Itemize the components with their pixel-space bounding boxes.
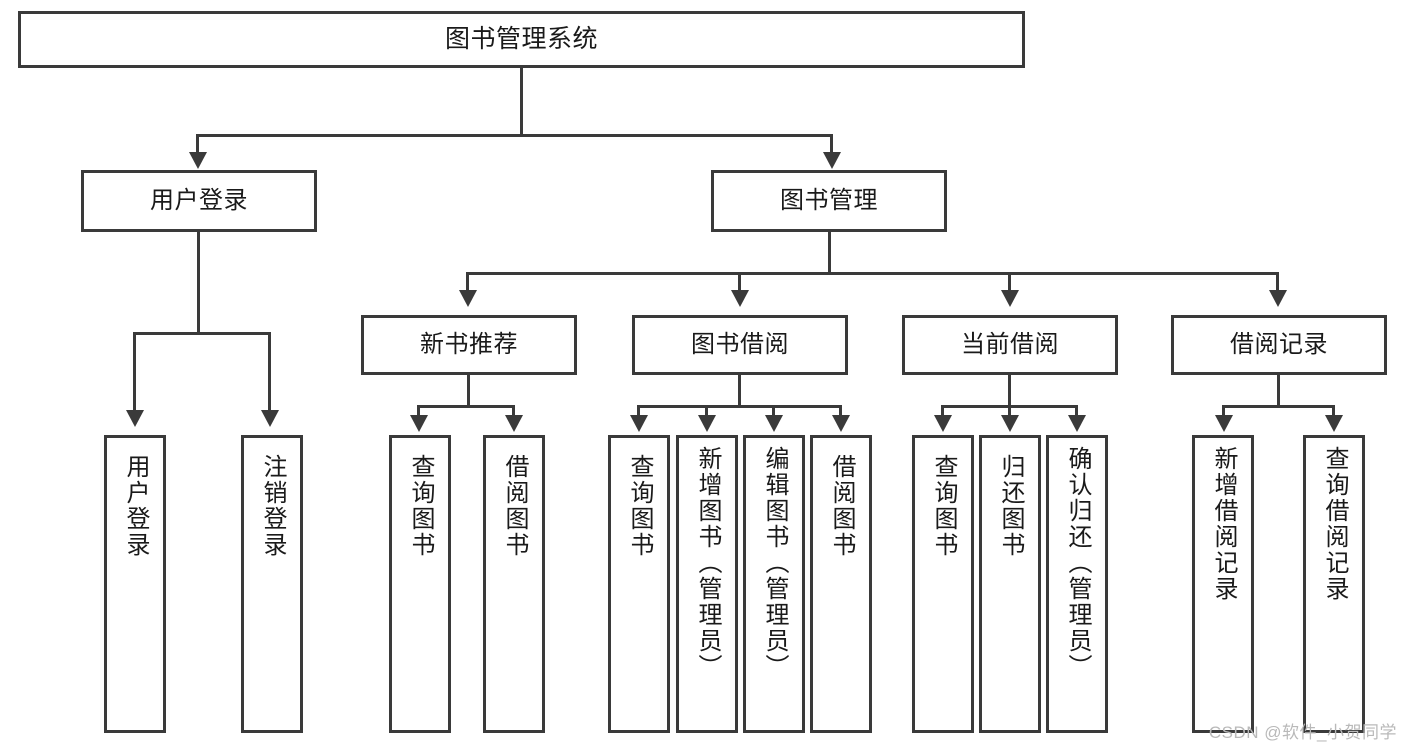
connector-borrow-record-drop-1 [1222, 405, 1225, 419]
connector-new-book-stem [467, 375, 470, 405]
arrowhead-leaf-query-book-3 [934, 415, 952, 432]
arrowhead-leaf-user-logout [261, 410, 279, 427]
node-label: 查询图书 [406, 454, 434, 558]
node-user-login[interactable]: 用户登录 [81, 170, 317, 232]
arrowhead-to-current-borrow [1001, 290, 1019, 307]
connector-to-borrow-record [1276, 272, 1279, 294]
connector-root-stem [520, 68, 523, 134]
connector-current-borrow-drop-2 [1008, 405, 1011, 419]
arrowhead-leaf-query-record [1325, 415, 1343, 432]
connector-user-login-drop-2 [268, 332, 271, 414]
node-leaf-borrow-book-1[interactable]: 借阅图书 [483, 435, 545, 733]
arrowhead-to-user-login [189, 152, 207, 169]
connector-user-login-drop-1 [133, 332, 136, 414]
node-leaf-query-book-3[interactable]: 查询图书 [912, 435, 974, 733]
node-book-manage[interactable]: 图书管理 [711, 170, 947, 232]
arrowhead-leaf-edit-book [765, 415, 783, 432]
arrowhead-to-book-borrow [731, 290, 749, 307]
node-label: 新增图书（管理员） [693, 446, 721, 680]
connector-current-borrow-drop-3 [1075, 405, 1078, 419]
node-current-borrow[interactable]: 当前借阅 [902, 315, 1118, 375]
node-label: 借阅记录 [1230, 330, 1328, 358]
node-leaf-query-book-1[interactable]: 查询图书 [389, 435, 451, 733]
connector-borrow-record-drop-2 [1332, 405, 1335, 419]
connector-borrow-record-stem [1277, 375, 1280, 405]
node-label: 用户登录 [150, 186, 248, 214]
node-book-borrow[interactable]: 图书借阅 [632, 315, 848, 375]
node-label: 图书管理系统 [444, 24, 598, 53]
node-leaf-edit-book[interactable]: 编辑图书（管理员） [743, 435, 805, 733]
connector-borrow-record-bar [1222, 405, 1335, 408]
connector-new-book-drop-2 [512, 405, 515, 419]
node-label: 用户登录 [121, 454, 149, 558]
connector-book-borrow-drop-3 [772, 405, 775, 419]
node-label: 注销登录 [258, 454, 286, 558]
node-leaf-confirm-return[interactable]: 确认归还（管理员） [1046, 435, 1108, 733]
connector-new-book-drop-1 [417, 405, 420, 419]
csdn-watermark: CSDN @软件_小贺同学 [1208, 723, 1397, 742]
arrowhead-leaf-user-login [126, 410, 144, 427]
node-new-book-recommend[interactable]: 新书推荐 [361, 315, 577, 375]
node-leaf-user-login[interactable]: 用户登录 [104, 435, 166, 733]
arrowhead-to-new-book-recommend [459, 290, 477, 307]
connector-book-manage-bar [466, 272, 1278, 275]
connector-book-borrow-drop-1 [637, 405, 640, 419]
node-leaf-query-record[interactable]: 查询借阅记录 [1303, 435, 1365, 733]
node-label: 查询图书 [929, 454, 957, 558]
connector-to-book-borrow [738, 272, 741, 294]
node-label: 确认归还（管理员） [1063, 446, 1091, 680]
arrowhead-leaf-confirm-return [1068, 415, 1086, 432]
connector-current-borrow-drop-1 [941, 405, 944, 419]
connector-book-borrow-bar [637, 405, 841, 408]
connector-book-manage-stem [828, 232, 831, 272]
connector-current-borrow-stem [1008, 375, 1011, 405]
node-label: 借阅图书 [827, 454, 855, 558]
connector-new-book-bar [417, 405, 515, 408]
node-borrow-record[interactable]: 借阅记录 [1171, 315, 1387, 375]
arrowhead-to-borrow-record [1269, 290, 1287, 307]
connector-to-user-login [196, 134, 199, 156]
node-label: 图书借阅 [691, 330, 789, 358]
node-leaf-user-logout[interactable]: 注销登录 [241, 435, 303, 733]
connector-to-book-manage [830, 134, 833, 156]
arrowhead-leaf-return-book [1001, 415, 1019, 432]
node-leaf-query-book-2[interactable]: 查询图书 [608, 435, 670, 733]
arrowhead-leaf-add-record [1215, 415, 1233, 432]
node-label: 借阅图书 [500, 454, 528, 558]
connector-root-bar [196, 134, 833, 137]
node-label: 当前借阅 [961, 330, 1059, 358]
arrowhead-leaf-query-book-1 [410, 415, 428, 432]
connector-to-new-book-recommend [466, 272, 469, 294]
connector-user-login-bar [133, 332, 270, 335]
arrowhead-leaf-borrow-book-2 [832, 415, 850, 432]
node-leaf-add-record[interactable]: 新增借阅记录 [1192, 435, 1254, 733]
node-label: 图书管理 [780, 186, 878, 214]
node-label: 查询图书 [625, 454, 653, 558]
node-label: 归还图书 [996, 454, 1024, 558]
connector-book-borrow-drop-4 [839, 405, 842, 419]
node-leaf-add-book[interactable]: 新增图书（管理员） [676, 435, 738, 733]
node-label: 查询借阅记录 [1320, 446, 1348, 602]
connector-book-borrow-drop-2 [705, 405, 708, 419]
connector-to-current-borrow [1008, 272, 1011, 294]
node-leaf-borrow-book-2[interactable]: 借阅图书 [810, 435, 872, 733]
node-label: 新增借阅记录 [1209, 446, 1237, 602]
arrowhead-leaf-query-book-2 [630, 415, 648, 432]
node-label: 编辑图书（管理员） [760, 446, 788, 680]
node-label: 新书推荐 [420, 330, 518, 358]
arrowhead-leaf-borrow-book-1 [505, 415, 523, 432]
connector-book-borrow-stem [738, 375, 741, 405]
connector-user-login-stem [197, 232, 200, 332]
arrowhead-leaf-add-book [698, 415, 716, 432]
node-root-system[interactable]: 图书管理系统 [18, 11, 1025, 68]
node-leaf-return-book[interactable]: 归还图书 [979, 435, 1041, 733]
arrowhead-to-book-manage [823, 152, 841, 169]
